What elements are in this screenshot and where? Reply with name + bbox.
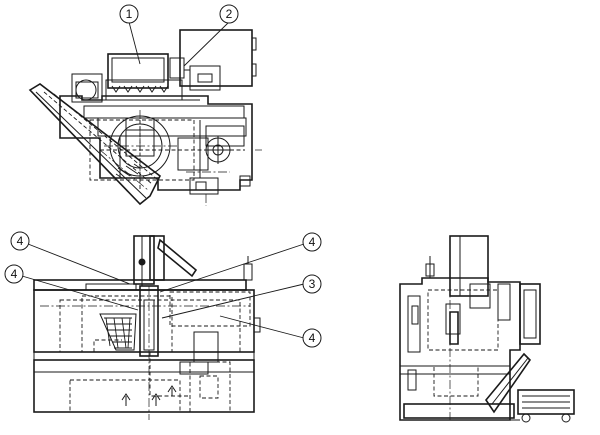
svg-text:2: 2 — [226, 7, 233, 21]
svg-text:4: 4 — [309, 331, 316, 345]
svg-text:4: 4 — [17, 234, 24, 248]
callout-4-left-b: 4 — [4, 264, 24, 284]
callout-4-left-a: 4 — [10, 231, 30, 251]
svg-text:1: 1 — [126, 7, 133, 21]
svg-text:4: 4 — [309, 235, 316, 249]
side-view — [399, 235, 575, 423]
leader-lines — [21, 21, 305, 339]
callout-1-top: 1 — [119, 4, 139, 24]
top-view — [28, 29, 262, 206]
svg-text:3: 3 — [309, 277, 316, 291]
front-view — [33, 235, 261, 420]
callout-2-top: 2 — [219, 4, 239, 24]
callout-4-right-b: 4 — [302, 328, 322, 348]
svg-text:4: 4 — [11, 267, 18, 281]
callout-3-right: 3 — [302, 274, 322, 294]
callout-4-right-a: 4 — [302, 232, 322, 252]
